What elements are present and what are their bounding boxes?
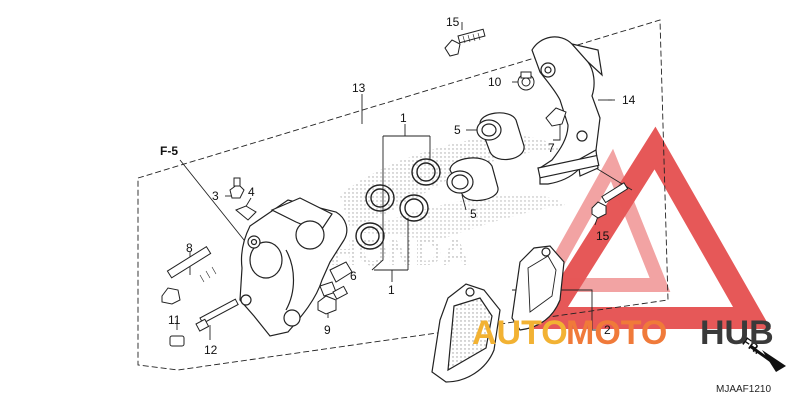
bolt-15-bottom xyxy=(591,182,629,219)
callout-4: 4 xyxy=(248,185,255,199)
watermark-triangle-logo xyxy=(528,126,771,329)
callout-11: 11 xyxy=(168,313,181,327)
callout-15-top: 15 xyxy=(446,15,460,29)
callout-7: 7 xyxy=(548,141,555,155)
callout-1-top: 1 xyxy=(400,111,407,125)
callout-3: 3 xyxy=(212,189,219,203)
bolt-15-top xyxy=(444,28,486,57)
section-reference: F-5 xyxy=(160,144,178,158)
brake-pad-outer xyxy=(431,283,501,383)
bolt-9 xyxy=(317,285,349,315)
callout-13: 13 xyxy=(352,81,366,95)
callout-6: 6 xyxy=(350,269,357,283)
pin-plug-11 xyxy=(169,335,185,347)
brand-ghost-text: HONDA xyxy=(330,232,469,274)
brake-pad-inner xyxy=(511,245,565,331)
callout-14: 14 xyxy=(622,93,636,107)
bleeder-valve-10 xyxy=(517,71,535,91)
callout-8: 8 xyxy=(186,241,193,255)
bleeder-screw-3 xyxy=(229,177,245,199)
callout-1-bottom: 1 xyxy=(388,283,395,297)
bleeder-cap-4 xyxy=(235,205,257,221)
watermark-part-moto: MOTO xyxy=(566,314,667,352)
drawing-code: MJAAF1210 xyxy=(716,384,771,395)
watermark-part-auto: AUTO xyxy=(472,314,568,352)
piston-5-top xyxy=(476,112,525,161)
pad-pin-12 xyxy=(195,298,239,332)
callout-9: 9 xyxy=(324,323,331,337)
callout-15-bottom: 15 xyxy=(596,229,610,243)
callout-10: 10 xyxy=(488,75,502,89)
caliper-bracket-14 xyxy=(531,36,603,185)
callout-2: 2 xyxy=(604,323,611,337)
watermark-text: AUTO MOTO HUB xyxy=(472,314,774,352)
watermark-part-hub: HUB xyxy=(700,314,774,352)
callout-5-bottom: 5 xyxy=(470,207,477,221)
pin-bolt-8 xyxy=(161,245,217,305)
piston-seal-rings-1 xyxy=(355,158,441,250)
piston-5-bottom xyxy=(446,157,499,202)
pad-spring-7 xyxy=(545,107,567,127)
callout-12: 12 xyxy=(204,343,218,357)
callout-labels: 1 1 2 3 4 5 5 6 7 8 9 10 11 12 13 14 15 … xyxy=(168,15,636,357)
callout-5-top: 5 xyxy=(454,123,461,137)
caliper-body xyxy=(239,197,348,337)
honda-wing-ghost-logo: HONDA xyxy=(330,135,565,274)
